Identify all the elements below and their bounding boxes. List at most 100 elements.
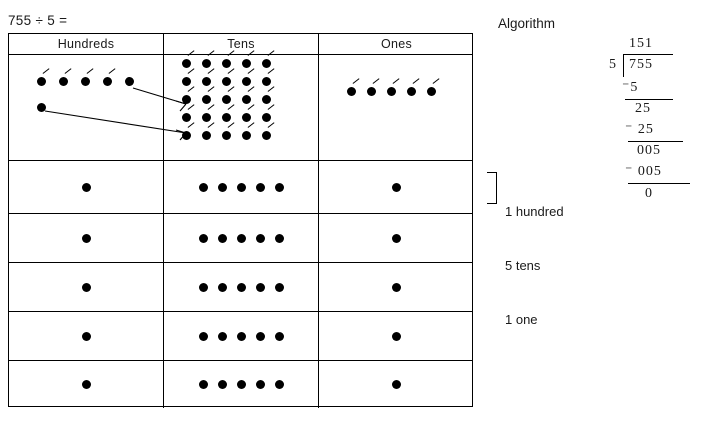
place-value-dot [217,233,227,243]
place-value-dot [202,131,211,140]
share-cell-tens [164,312,319,360]
legend-bracket [487,172,497,204]
place-value-dot [262,131,271,140]
place-value-dot [242,131,251,140]
place-value-dot [242,77,251,86]
place-value-dot [37,77,46,86]
place-value-dot [217,331,227,341]
place-value-dot [198,331,208,341]
place-value-dot [274,233,284,243]
place-value-dot [217,182,227,192]
place-value-dot [81,182,91,192]
place-value-dot [198,282,208,292]
share-tens-dots [198,282,284,292]
place-value-dot [392,282,401,292]
place-value-dot [182,113,191,122]
share-cell-tens [164,263,319,311]
place-value-dot [274,331,284,341]
place-value-dot [198,182,208,192]
share-cell-hundreds [9,161,164,213]
share-hundreds-dots [81,282,91,292]
tens-dot-row [182,95,282,104]
place-value-dot [202,59,211,68]
problem-expression: 755 ÷ 5 = [8,13,68,28]
working-cell-hundreds [9,55,164,160]
legend-line-ones: 1 one [505,312,538,327]
place-value-dot [242,59,251,68]
place-value-dot [222,113,231,122]
place-value-dot [392,182,401,192]
legend-text-group: 1 hundred 5 tens 1 one [505,167,564,347]
column-header-hundreds: Hundreds [9,34,164,54]
place-value-dot [103,77,112,86]
share-hundreds-dots [81,380,91,389]
share-cell-ones [319,361,474,408]
subtraction-step-1: ⁻5 [622,80,639,95]
place-value-dot [392,380,401,389]
place-value-dot [198,233,208,243]
division-bracket-left [623,55,624,77]
partial-value-3: 005 [637,143,661,158]
share-row [9,263,472,312]
share-cell-ones [319,263,474,311]
place-value-dot [59,77,68,86]
place-value-dot [262,77,271,86]
place-value-dot [236,380,246,389]
place-value-dot [236,182,246,192]
dividend-value: 755 [629,57,653,72]
hundreds-dot-group [9,55,163,160]
place-value-dot [274,380,284,389]
share-row [9,161,472,214]
place-value-dot [236,233,246,243]
place-value-dot [386,87,396,96]
share-cell-tens [164,161,319,213]
place-value-dot [222,131,231,140]
place-value-dot [125,77,134,86]
share-ones-dots [392,233,401,243]
place-value-dot [255,380,265,389]
share-cell-ones [319,161,474,213]
place-value-dot [202,113,211,122]
legend-line-hundreds: 1 hundred [505,204,564,219]
subtraction-rule-3 [628,183,690,184]
remainder-value: 0 [645,186,652,201]
share-cell-hundreds [9,214,164,262]
divisor-value: 5 [609,57,616,72]
tens-dot-row [182,77,282,86]
share-cell-ones [319,312,474,360]
place-value-dot [81,233,91,243]
table-header-row: Hundreds Tens Ones [9,34,472,55]
place-value-chart: Hundreds Tens Ones [8,33,474,408]
place-value-dot [217,282,227,292]
tens-dot-row [182,59,282,68]
column-header-tens: Tens [164,34,319,54]
share-cell-ones [319,214,474,262]
tens-dot-row [182,131,282,140]
place-value-dot [182,77,191,86]
place-value-dot [202,95,211,104]
share-cell-tens [164,361,319,408]
share-tens-dots [198,380,284,389]
algorithm-title: Algorithm [498,16,556,31]
place-value-dot [81,380,91,389]
share-ones-dots [392,380,401,389]
place-value-dot [236,282,246,292]
tens-dot-grid [182,59,282,140]
place-value-dot [202,77,211,86]
subtraction-rule-2 [628,141,683,142]
place-value-dot [406,87,416,96]
division-bracket-top [623,54,673,55]
place-value-dot [236,331,246,341]
place-value-dot [81,331,91,341]
hundreds-regrouped-dot-row [37,103,46,112]
working-row [9,55,472,161]
share-tens-dots [198,233,284,243]
share-hundreds-dots [81,331,91,341]
place-value-dot [255,182,265,192]
hundreds-dot-row [37,77,147,86]
share-cell-hundreds [9,312,164,360]
share-hundreds-dots [81,182,91,192]
ones-dot-row [346,87,447,96]
subtraction-rule-1 [625,99,673,100]
place-value-dot [274,282,284,292]
